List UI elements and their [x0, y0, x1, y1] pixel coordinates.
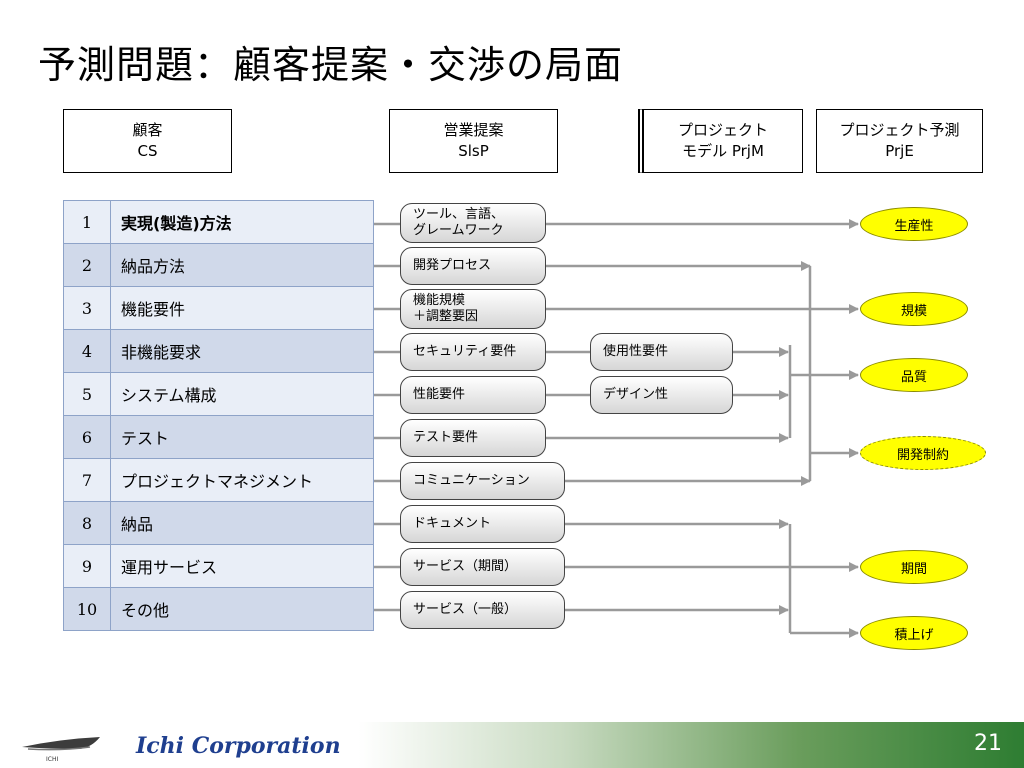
header-forecast-line1: プロジェクト予測 [839, 121, 960, 139]
proposal-function-scale: 機能規模 ＋調整要因 [400, 289, 546, 329]
outcome-accumulation: 積上げ [860, 616, 968, 650]
company-logo-icon: ICHI [22, 737, 100, 763]
proposal-tools: ツール、言語、 グレームワーク [400, 203, 546, 243]
proposal-service-period-label: サービス（期間） [413, 559, 518, 574]
row-number: 5 [63, 372, 111, 416]
row-number: 10 [63, 587, 111, 631]
proposal-test: テスト要件 [400, 419, 546, 457]
row-number: 1 [63, 200, 111, 244]
outcome-duration: 期間 [860, 550, 968, 584]
row-label: 納品方法 [110, 243, 374, 287]
proposal-tools-line1: ツール、言語、 [413, 207, 505, 222]
row-label: システム構成 [110, 372, 374, 416]
proposal-performance: 性能要件 [400, 376, 546, 414]
row-label: 実現(製造)方法 [110, 200, 374, 244]
row-number: 8 [63, 501, 111, 545]
row-number: 6 [63, 415, 111, 459]
row-label: プロジェクトマネジメント [110, 458, 374, 502]
page-number: 21 [974, 731, 1002, 756]
outcome-quality: 品質 [860, 358, 968, 392]
proposal-service-period: サービス（期間） [400, 548, 565, 586]
logo-text: ICHI [46, 756, 58, 763]
header-customer-line2: CS [137, 142, 158, 160]
outcome-constraints: 開発制約 [860, 436, 986, 470]
proposal-function-scale-line2: ＋調整要因 [413, 309, 479, 324]
row-label: 納品 [110, 501, 374, 545]
outcome-productivity: 生産性 [860, 207, 968, 241]
header-forecast: プロジェクト予測 PrjE [816, 109, 983, 173]
header-customer: 顧客 CS [63, 109, 232, 173]
row-label: テスト [110, 415, 374, 459]
row-number: 7 [63, 458, 111, 502]
proposal-tools-line2: グレームワーク [413, 223, 504, 238]
row-label: 運用サービス [110, 544, 374, 588]
header-sales-line2: SlsP [458, 142, 489, 160]
model-design: デザイン性 [590, 376, 733, 414]
proposal-communication-label: コミュニケーション [413, 473, 530, 488]
proposal-performance-label: 性能要件 [413, 387, 466, 402]
header-sales: 営業提案 SlsP [389, 109, 558, 173]
model-usability: 使用性要件 [590, 333, 733, 371]
proposal-document: ドキュメント [400, 505, 565, 543]
proposal-document-label: ドキュメント [413, 516, 492, 531]
header-sales-line1: 営業提案 [443, 121, 504, 139]
proposal-communication: コミュニケーション [400, 462, 565, 500]
row-label: その他 [110, 587, 374, 631]
proposal-dev-process-label: 開発プロセス [413, 258, 492, 273]
row-number: 3 [63, 286, 111, 330]
row-label: 非機能要求 [110, 329, 374, 373]
proposal-function-scale-line1: 機能規模 [413, 293, 466, 308]
proposal-service-general-label: サービス（一般） [413, 602, 518, 617]
row-label: 機能要件 [110, 286, 374, 330]
company-name: Ichi Corporation [136, 733, 341, 759]
header-model-line2: モデル PrjM [682, 142, 764, 160]
row-number: 2 [63, 243, 111, 287]
outcome-scale: 規模 [860, 292, 968, 326]
proposal-security-label: セキュリティ要件 [413, 344, 517, 359]
model-design-label: デザイン性 [603, 387, 669, 402]
header-model: プロジェクト モデル PrjM [638, 109, 803, 173]
page-title: 予測問題：顧客提案・交渉の局面 [38, 43, 624, 87]
proposal-service-general: サービス（一般） [400, 591, 565, 629]
proposal-security: セキュリティ要件 [400, 333, 546, 371]
model-usability-label: 使用性要件 [603, 344, 669, 359]
header-customer-line1: 顧客 [132, 121, 163, 139]
proposal-dev-process: 開発プロセス [400, 247, 546, 285]
footer-bar [0, 722, 1024, 768]
header-model-line1: プロジェクト [677, 121, 768, 139]
header-forecast-line2: PrjE [885, 142, 914, 160]
proposal-test-label: テスト要件 [413, 430, 479, 445]
